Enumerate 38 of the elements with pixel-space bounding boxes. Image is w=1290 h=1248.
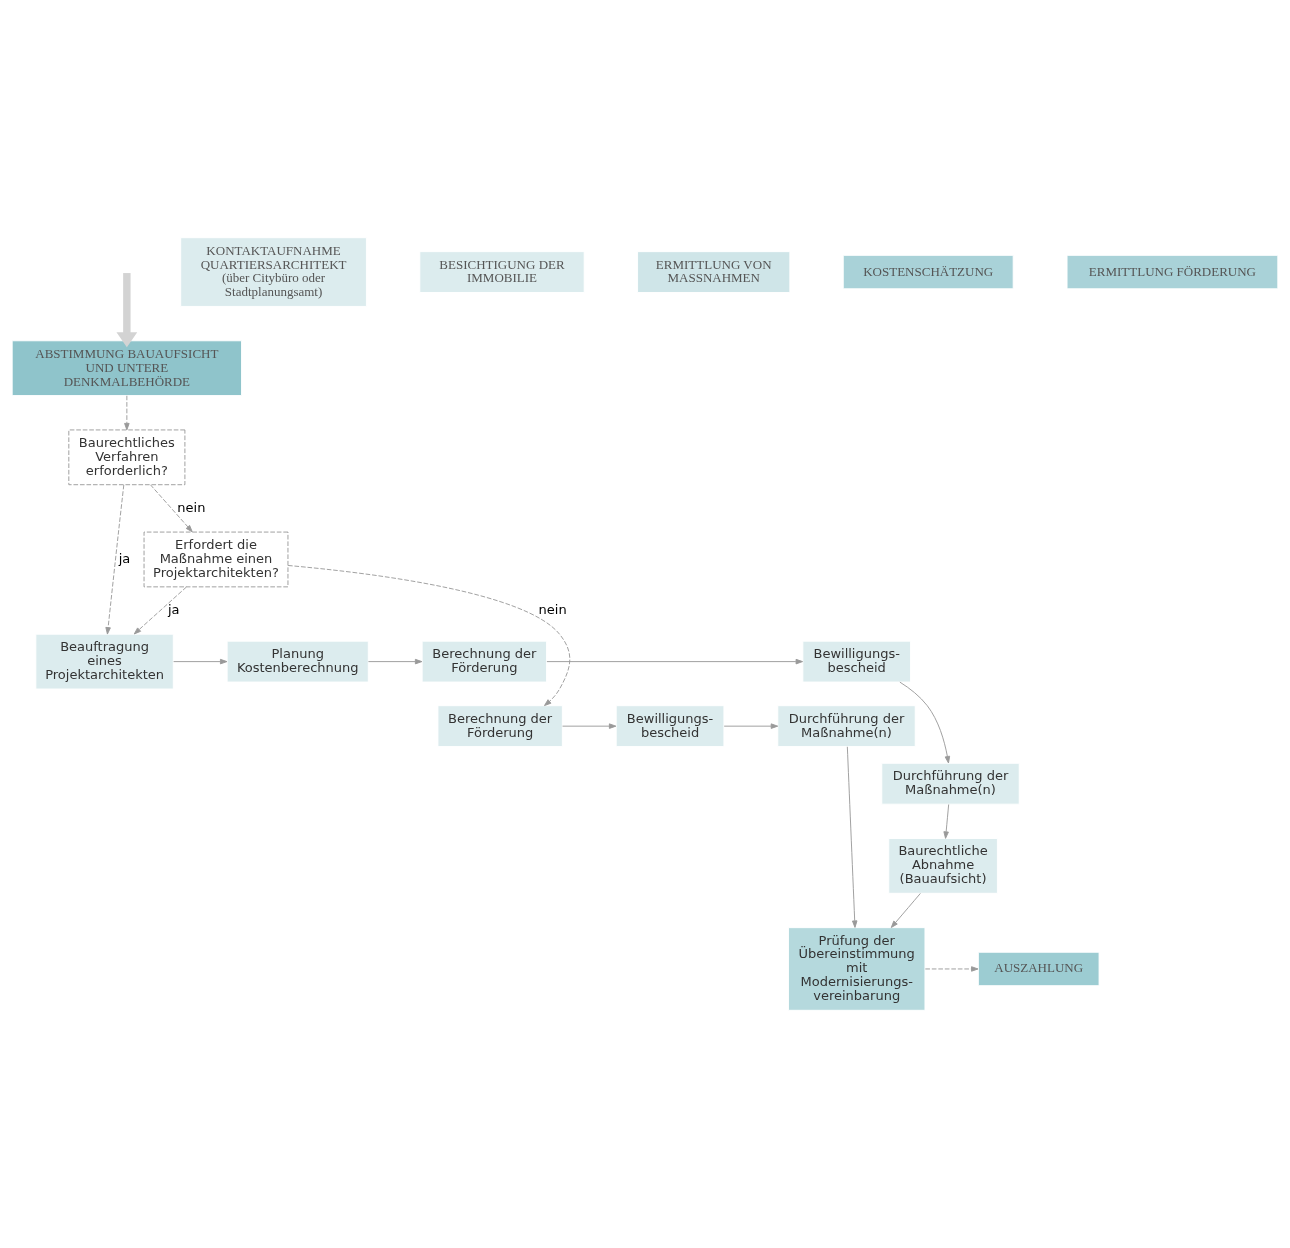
node-box: Berechnung der Förderung	[421, 640, 548, 683]
arrow	[890, 892, 921, 928]
node-box: Planung Kostenberechnung	[226, 640, 369, 683]
node-box: Baurechtliches Verfahren erforderlich?	[68, 429, 186, 486]
arrow	[943, 804, 950, 839]
edge-label: nein	[177, 499, 206, 515]
node-box: BESICHTIGUNG DER IMMOBILIE	[419, 251, 585, 293]
node-box: ABSTIMMUNG BAUAUFSICHT UND UNTERE DENKMALBEHÖRDE	[11, 340, 242, 397]
node-box: Bewilligungs- bescheid	[802, 640, 912, 683]
node-box: KONTAKTAUFNAHME QUARTIERSARCHITEKT (über Citybüro oder Stadtplanungsamt)	[180, 237, 367, 307]
node-box: ERMITTLUNG FÖRDERUNG	[1066, 254, 1279, 290]
edge-label: ja	[118, 550, 131, 566]
node-box: ERMITTLUNG VON MASSNAHMEN	[637, 251, 791, 293]
arrow	[546, 658, 804, 665]
arrow	[124, 395, 130, 431]
node-box: Berechnung der Förderung	[437, 705, 563, 748]
arrow	[924, 966, 979, 972]
arrow	[173, 658, 228, 665]
node-box: AUSZAHLUNG	[977, 951, 1100, 987]
edge-label: ja	[167, 601, 180, 617]
node-box: KOSTENSCHÄTZUNG	[842, 254, 1014, 290]
arrow	[899, 681, 951, 764]
node-box: Beauftragung eines Projektarchitekten	[35, 633, 174, 690]
arrow	[367, 658, 423, 665]
arrow	[846, 746, 858, 928]
node-box: Durchführung der Maßnahme(n)	[777, 705, 916, 748]
node-box: Prüfung der Übereinstimmung mit Modernisierungs- vereinbarung	[788, 927, 926, 1011]
arrow	[133, 586, 187, 635]
arrow	[287, 565, 571, 707]
arrow	[105, 484, 125, 635]
node-box: Durchführung der Maßnahme(n)	[881, 762, 1020, 805]
node-box: Erfordert die Maßnahme einen Projektarchitekten?	[143, 531, 289, 588]
arrow	[150, 484, 193, 533]
arrow	[723, 723, 779, 729]
arrow	[562, 723, 617, 729]
node-box: Baurechtliche Abnahme (Bauaufsicht)	[888, 838, 998, 894]
node-box: Bewilligungs- bescheid	[615, 705, 725, 748]
edge-label: nein	[538, 601, 567, 617]
